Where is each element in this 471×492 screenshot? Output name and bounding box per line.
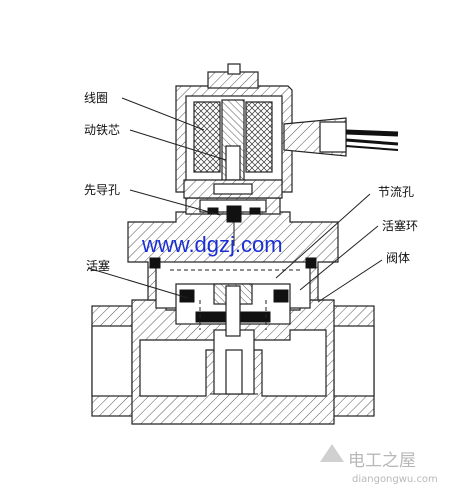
label-throttle-hole: 节流孔: [378, 185, 414, 199]
label-pilot-hole: 先导孔: [84, 183, 120, 197]
solenoid-head: [175, 63, 399, 199]
site-url: diangongwu.com: [352, 474, 438, 485]
valve-body: [91, 299, 375, 425]
label-piston-ring: 活塞环: [382, 218, 418, 233]
coil-winding-left: [193, 101, 221, 173]
label-coil: 线圈: [84, 91, 108, 105]
leader-lines: [87, 97, 383, 303]
label-moving-core: 动铁芯: [84, 123, 120, 137]
pilot-section: [185, 197, 281, 246]
coil-winding-right: [245, 101, 273, 173]
valve-bonnet: [127, 211, 339, 337]
label-valve-body: 阀体: [386, 251, 410, 265]
house-icon: [320, 444, 344, 462]
site-name: 电工之屋: [348, 451, 416, 471]
site-logo: 电工之屋 diangongwu.com: [320, 444, 438, 485]
watermark-text: www.dgzj.com: [141, 232, 283, 257]
label-piston: 活塞: [86, 258, 110, 273]
